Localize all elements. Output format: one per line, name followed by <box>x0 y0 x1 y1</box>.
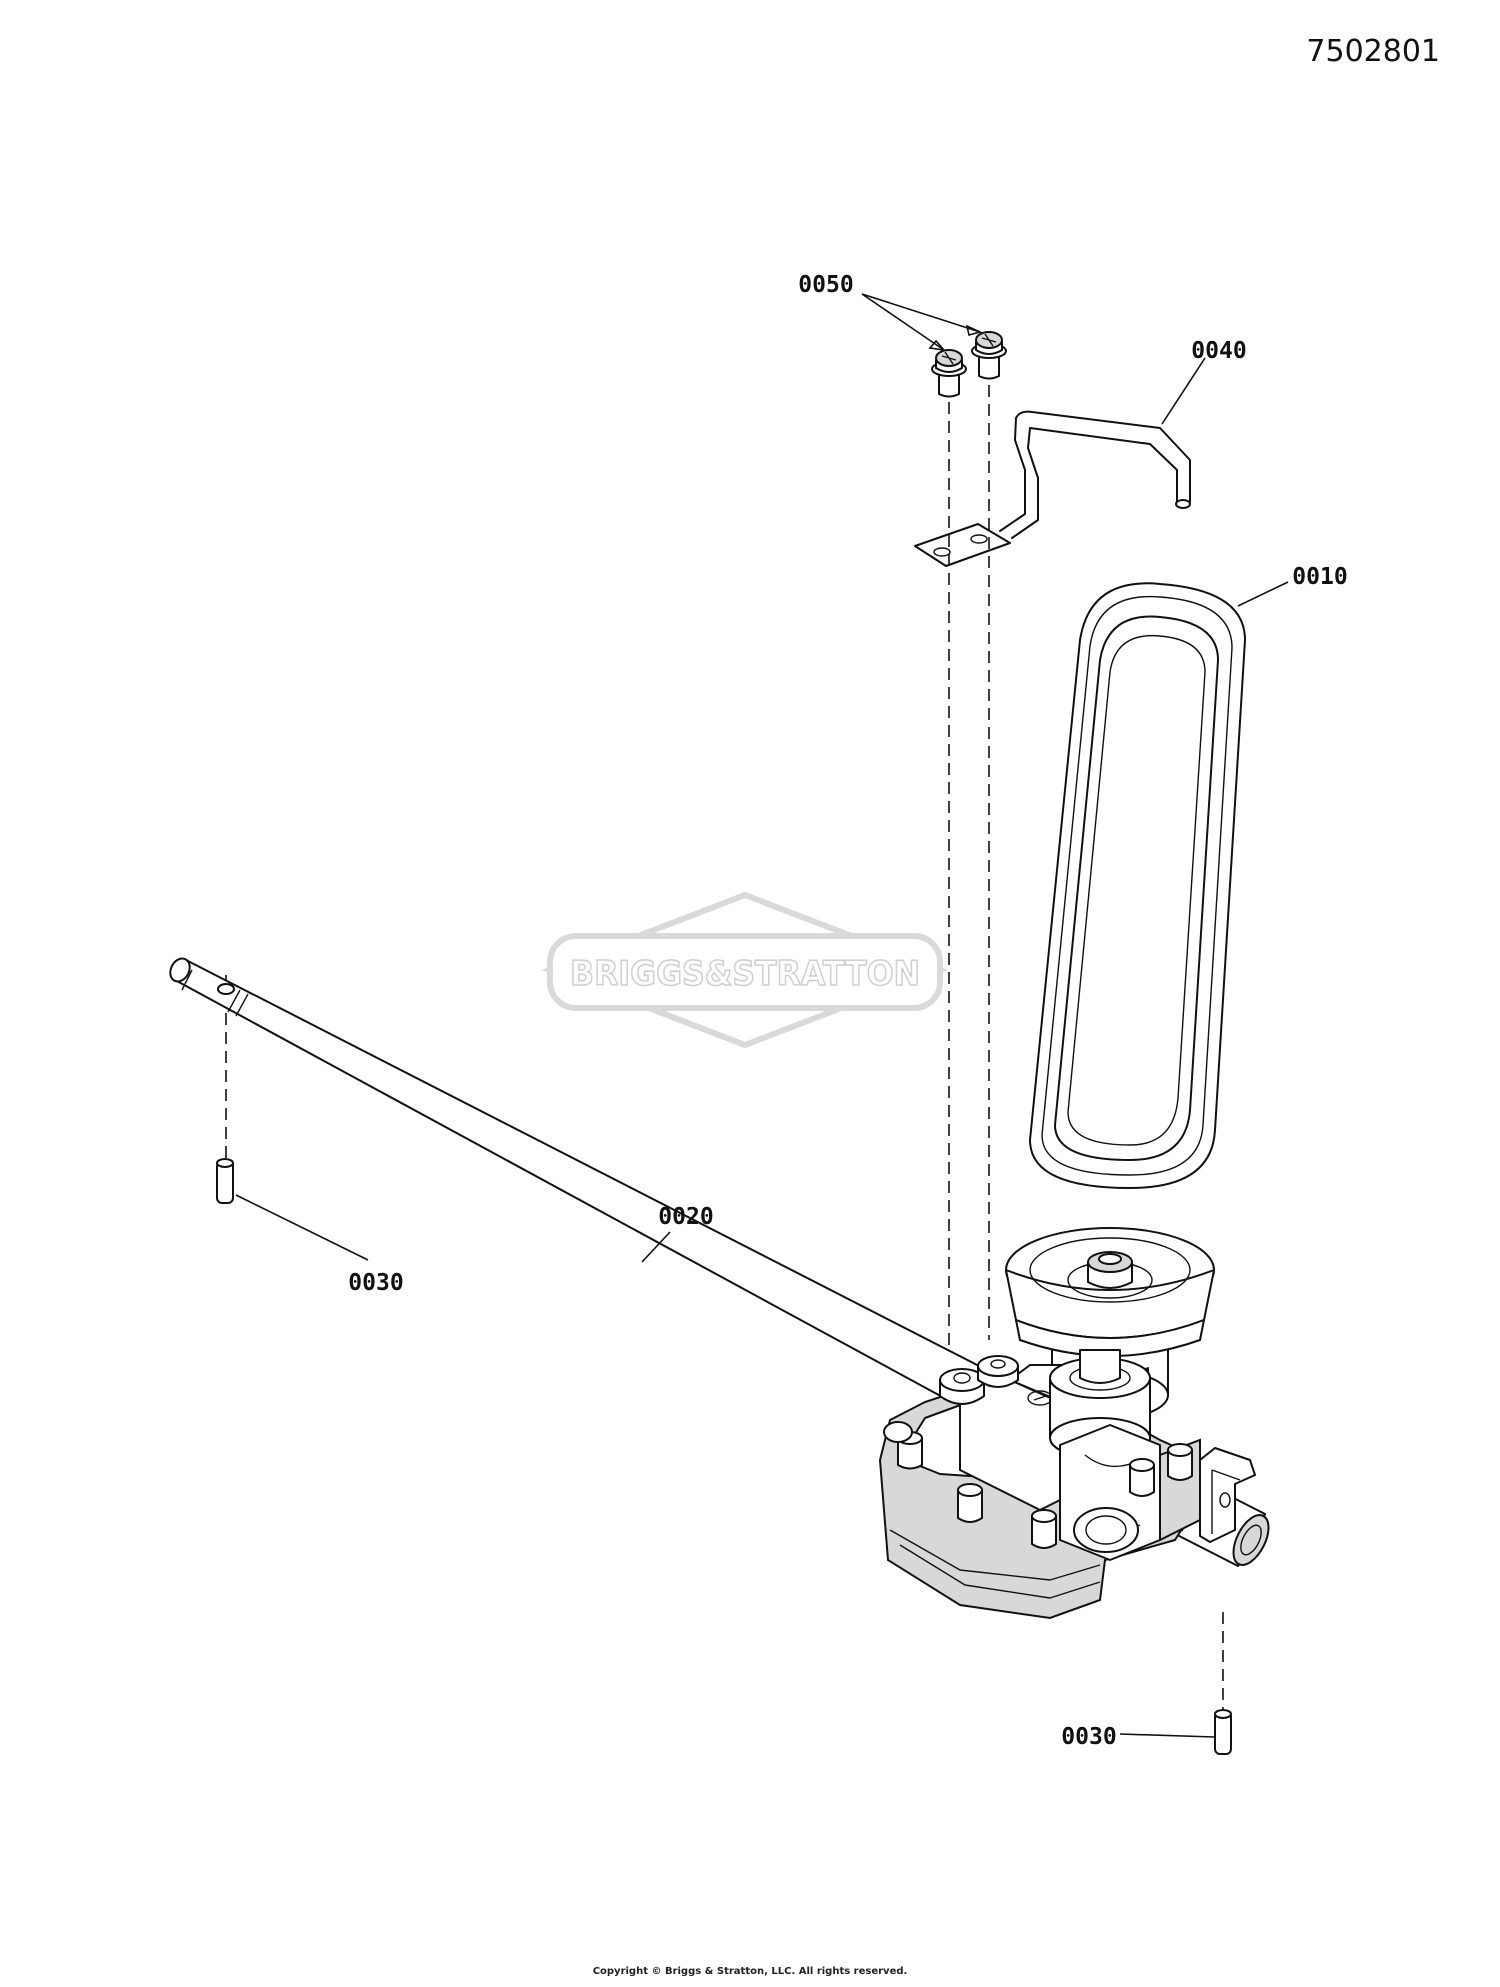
flange-screw-icon <box>971 331 1007 380</box>
roll-pin-icon <box>216 1158 234 1204</box>
document-number: 7502801 <box>1306 34 1440 69</box>
flange-screw-icon <box>931 349 967 398</box>
callout-0030-right: 0030 <box>1061 1724 1116 1750</box>
drive-belt-icon <box>1029 582 1246 1189</box>
watermark-text: BRIGGS&STRATTON <box>570 954 920 994</box>
callout-0050: 0050 <box>798 272 853 298</box>
leader-lines <box>235 293 1289 1738</box>
callout-0020: 0020 <box>658 1204 713 1230</box>
brand-watermark: BRIGGS&STRATTON <box>541 891 949 1049</box>
belt-guide-bracket-icon <box>914 410 1191 567</box>
transmission-gearbox-icon <box>878 1349 1256 1620</box>
copyright-notice: Copyright © Briggs & Stratton, LLC. All … <box>592 1966 908 1977</box>
callout-0040: 0040 <box>1191 338 1246 364</box>
callout-0030-left: 0030 <box>348 1270 403 1296</box>
roll-pin-icon <box>1214 1709 1232 1755</box>
callout-0010: 0010 <box>1292 564 1347 590</box>
